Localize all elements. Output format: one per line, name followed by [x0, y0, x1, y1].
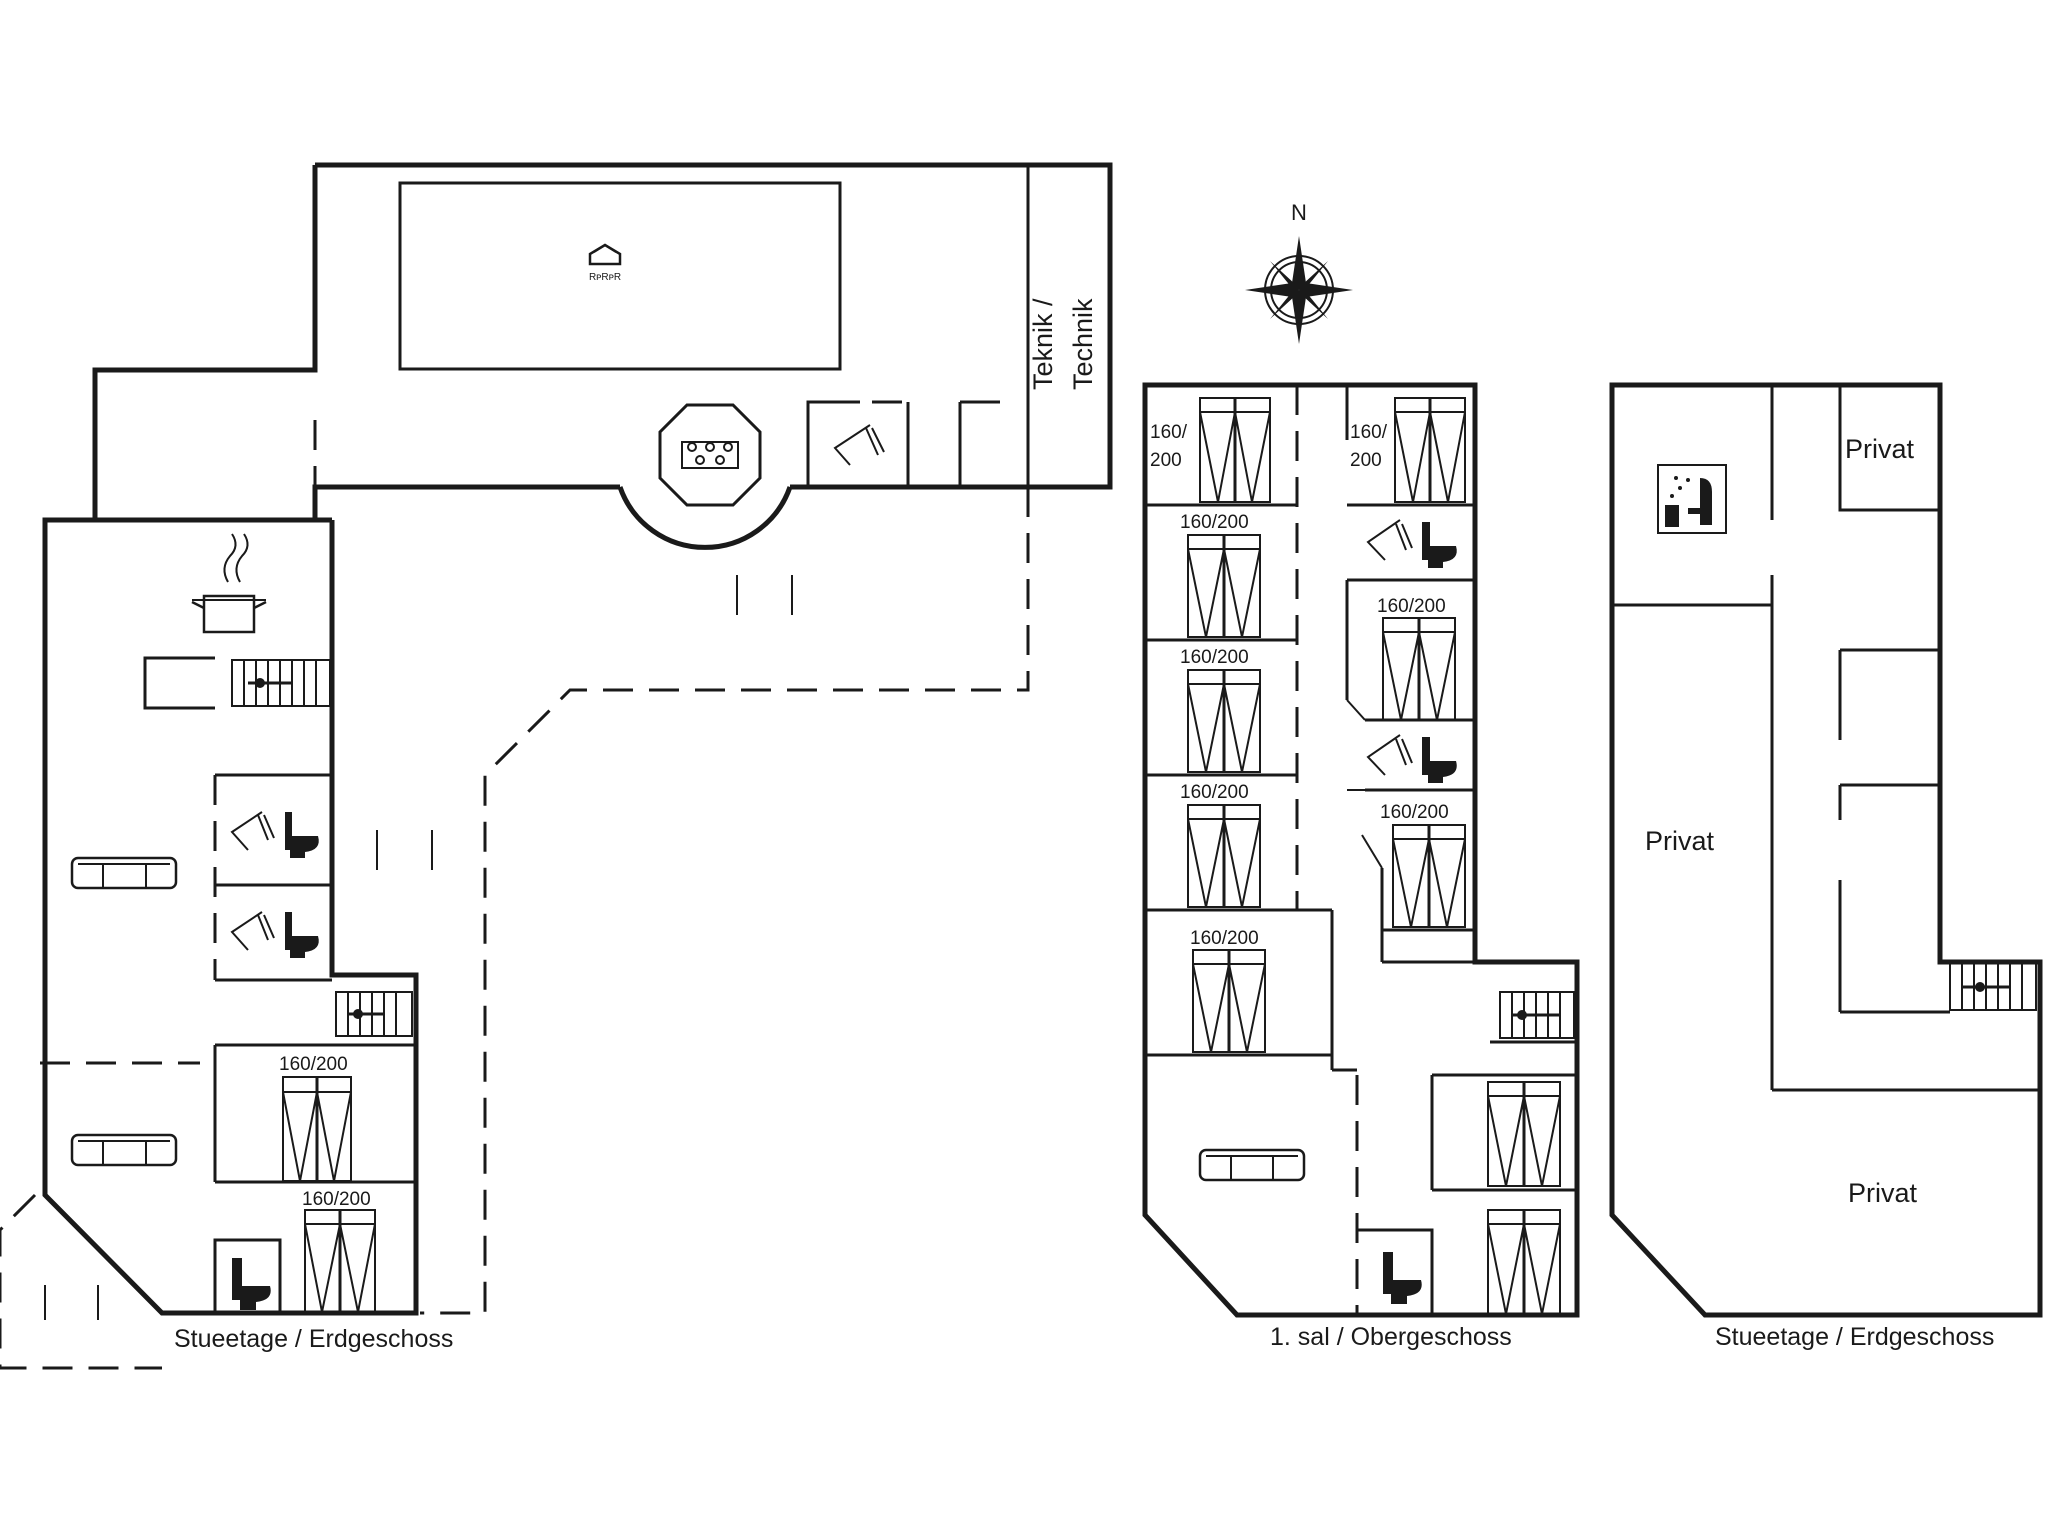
- shower-icon: [1366, 734, 1413, 776]
- compass-icon: N: [1245, 200, 1353, 344]
- spa-icon: [658, 403, 762, 507]
- first-floor-middle: 160/ 200 160/ 200 160/200 160/200: [1142, 382, 1580, 1351]
- sofa-icon: [70, 856, 178, 890]
- sofa-icon: [70, 1133, 178, 1167]
- bed-icon: [1382, 617, 1456, 721]
- bed-icon: [1392, 824, 1466, 928]
- room-label-privat: Privat: [1848, 1178, 1918, 1208]
- bed-icon: [282, 1076, 352, 1182]
- toilet-icon: [285, 812, 319, 858]
- toilet-icon: [232, 1258, 271, 1310]
- stairs-icon: [335, 991, 413, 1037]
- bed-icon: [1199, 397, 1271, 503]
- bed-size-label: 160/: [1150, 422, 1188, 443]
- stove-pot-icon: [191, 533, 267, 634]
- floor-label-right: Stueetage / Erdgeschoss: [1715, 1323, 1994, 1351]
- bed-size-label: 160/200: [302, 1189, 371, 1210]
- teknik-text-1: Teknik /: [1028, 298, 1058, 390]
- teknik-text-2: Technik: [1068, 298, 1098, 390]
- pool-icon: RᴘRᴘR: [588, 243, 622, 283]
- bed-icon: [1192, 949, 1266, 1053]
- svg-text:RᴘRᴘR: RᴘRᴘR: [589, 272, 621, 283]
- teknik-label: Teknik / Technik: [1028, 298, 1098, 390]
- bed-icon: [304, 1209, 376, 1313]
- bed-size-label: 160/: [1350, 422, 1388, 443]
- bed-size-label: 160/200: [1180, 782, 1249, 803]
- bed-icon: [1394, 397, 1466, 503]
- compass-north-label: N: [1291, 200, 1307, 225]
- bed-size-label: 160/200: [1180, 647, 1249, 668]
- bed-icon: [1487, 1209, 1561, 1315]
- floor-label-middle: 1. sal / Obergeschoss: [1270, 1323, 1512, 1351]
- bed-icon: [1187, 804, 1261, 908]
- bed-size-label: 160/200: [1380, 802, 1449, 823]
- toilet-icon: [285, 912, 319, 958]
- shower-icon: [230, 811, 275, 851]
- stairs-icon: [1949, 961, 2037, 1011]
- sauna-icon: [1657, 464, 1727, 534]
- bed-icon: [1487, 1081, 1561, 1187]
- toilet-icon: [1383, 1252, 1422, 1304]
- room-label-privat: Privat: [1845, 434, 1915, 464]
- toilet-icon: [1422, 522, 1457, 568]
- ground-floor-right: Privat Privat Privat Stueetage / Erdgesc…: [1609, 382, 2043, 1351]
- stairs-icon: [1499, 991, 1575, 1039]
- toilet-icon: [1422, 737, 1457, 783]
- bed-size-label: 200: [1350, 450, 1382, 471]
- room-label-privat: Privat: [1645, 826, 1715, 856]
- floor-label-left: Stueetage / Erdgeschoss: [174, 1325, 453, 1353]
- shower-icon: [1366, 519, 1413, 561]
- stairs-icon: [231, 659, 331, 707]
- bed-icon: [1187, 534, 1261, 638]
- shower-icon: [230, 911, 275, 951]
- bed-icon: [1187, 669, 1261, 773]
- ground-floor-left: RᴘRᴘR Teknik / Technik: [0, 162, 1113, 1370]
- bed-size-label: 160/200: [1190, 928, 1259, 949]
- shower-icon: [833, 424, 885, 466]
- bed-size-label: 200: [1150, 450, 1182, 471]
- bed-size-label: 160/200: [1180, 512, 1249, 533]
- bed-size-label: 160/200: [279, 1054, 348, 1075]
- sofa-icon: [1198, 1148, 1306, 1182]
- bed-size-label: 160/200: [1377, 596, 1446, 617]
